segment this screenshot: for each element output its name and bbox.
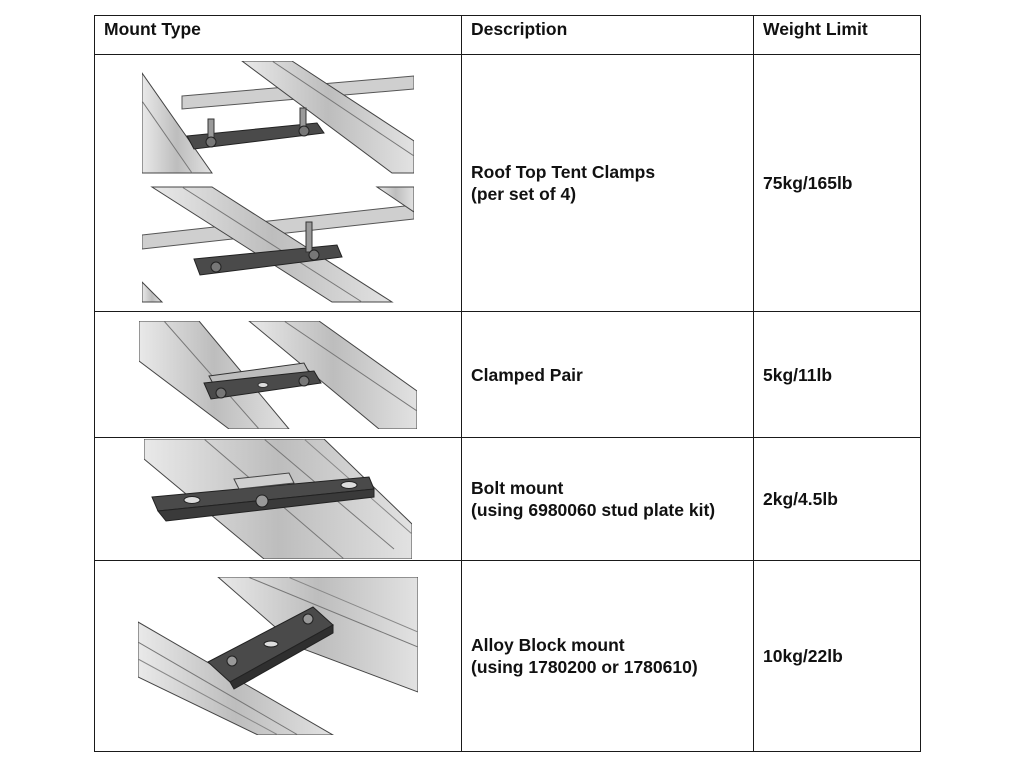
mount-image-cell	[94, 54, 462, 312]
roof-top-tent-clamp-illustration	[142, 60, 414, 302]
description-cell: Alloy Block mount (using 1780200 or 1780…	[461, 560, 754, 752]
bolt-mount-illustration	[144, 439, 412, 559]
weight-limit-cell: 5kg/11lb	[753, 311, 921, 438]
mount-image-cell	[94, 437, 462, 561]
mount-table: Mount Type Description Weight Limit	[94, 15, 921, 752]
description-cell: Clamped Pair	[461, 311, 754, 438]
table-row: Clamped Pair 5kg/11lb	[94, 311, 921, 438]
mount-image-cell	[94, 560, 462, 752]
header-row: Mount Type Description Weight Limit	[94, 15, 921, 55]
table-row: Alloy Block mount (using 1780200 or 1780…	[94, 560, 921, 752]
weight-limit-cell: 2kg/4.5lb	[753, 437, 921, 561]
header-mount-type: Mount Type	[94, 15, 462, 55]
alloy-block-mount-illustration	[138, 577, 418, 735]
description-cell: Bolt mount (using 6980060 stud plate kit…	[461, 437, 754, 561]
description-cell: Roof Top Tent Clamps (per set of 4)	[461, 54, 754, 312]
mount-image-cell	[94, 311, 462, 438]
weight-limit-cell: 75kg/165lb	[753, 54, 921, 312]
header-weight-limit: Weight Limit	[753, 15, 921, 55]
weight-limit-cell: 10kg/22lb	[753, 560, 921, 752]
clamped-pair-illustration	[139, 320, 417, 429]
table-row: Roof Top Tent Clamps (per set of 4) 75kg…	[94, 54, 921, 312]
table-row: Bolt mount (using 6980060 stud plate kit…	[94, 437, 921, 561]
header-description: Description	[461, 15, 754, 55]
